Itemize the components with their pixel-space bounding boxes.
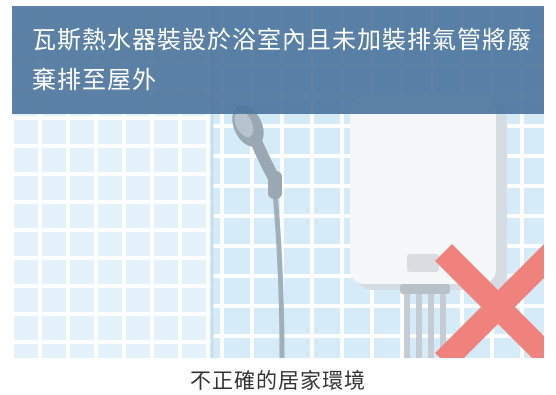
image-caption: 不正確的居家環境 <box>190 369 366 393</box>
red-x-icon <box>435 244 544 358</box>
banner-title: 瓦斯熱水器裝設於浴室內且未加裝排氣管將廢棄排至屋外 <box>32 26 532 94</box>
title-banner: 瓦斯熱水器裝設於浴室內且未加裝排氣管將廢棄排至屋外 <box>12 6 544 114</box>
shower-head-icon <box>232 105 285 358</box>
water-heater-icon <box>350 96 507 358</box>
